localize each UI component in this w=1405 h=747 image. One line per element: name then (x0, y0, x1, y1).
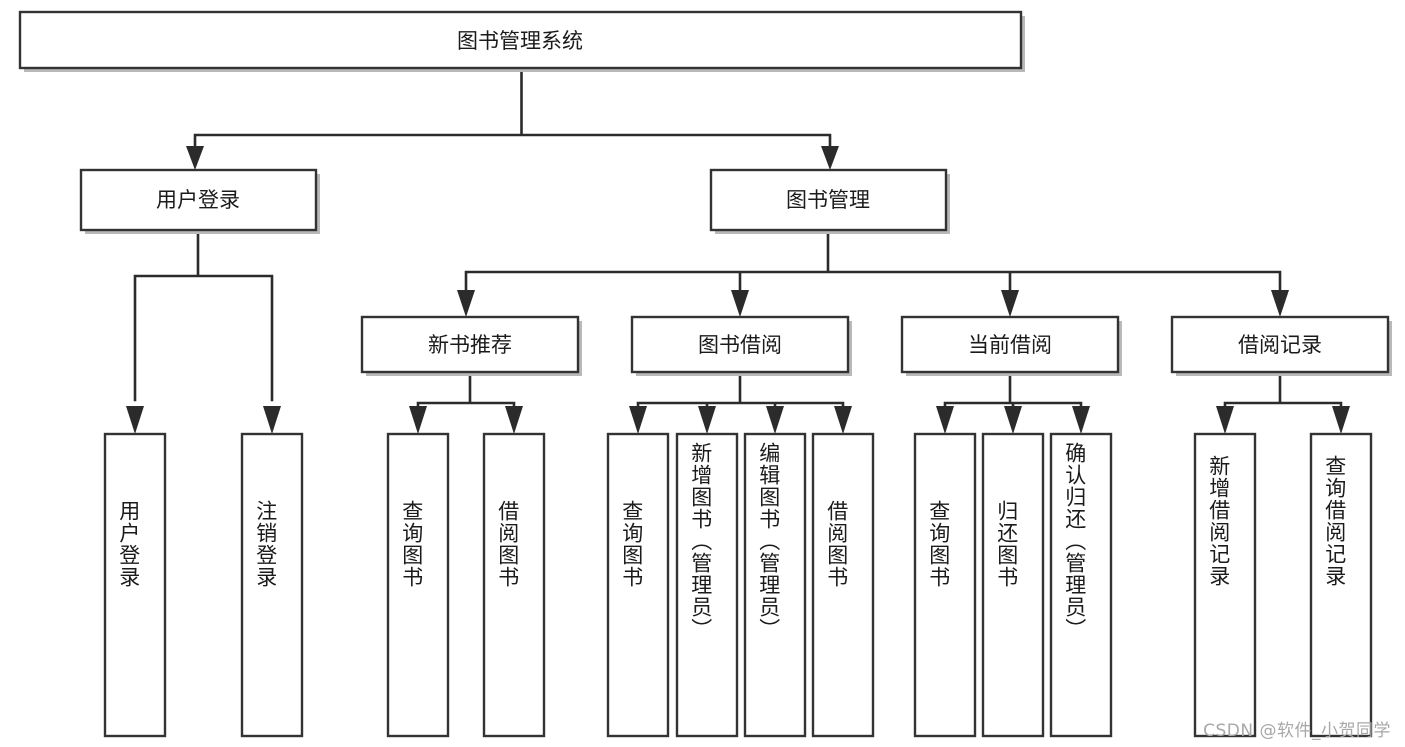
book-borrow-box[interactable] (630, 315, 850, 374)
arrow-to-leaf-add-book (698, 406, 716, 434)
arrow-to-book-borrow (731, 290, 749, 317)
root-box[interactable] (18, 10, 1023, 70)
connector-group-currentborrow-to-leaves (936, 373, 1090, 434)
leaf-box-return-book[interactable] (981, 432, 1045, 738)
node-user-login[interactable]: 用户登录 (79, 168, 320, 234)
arrow-to-current-borrow (1001, 290, 1019, 317)
arrow-to-user-login (186, 146, 204, 170)
leaf-box-add-book[interactable] (675, 432, 739, 738)
node-book-borrow[interactable]: 图书借阅 (630, 315, 852, 376)
arrow-to-leaf-borrow-book-1 (505, 406, 523, 434)
leaf-box-query-book-1[interactable] (386, 432, 450, 738)
new-book-recommend-label: 新书推荐 (428, 333, 512, 357)
arrow-to-leaf-query-book-2 (629, 406, 647, 434)
connector-root-bus (193, 66, 832, 158)
node-root[interactable]: 图书管理系统 (18, 10, 1025, 72)
user-login-label: 用户登录 (156, 188, 240, 212)
connector-group-userlogin-to-leaves (126, 231, 281, 434)
connector-group-bookmanage-to-level3 (457, 231, 1289, 317)
arrow-to-leaf-query-record (1332, 406, 1350, 434)
node-book-manage[interactable]: 图书管理 (709, 168, 950, 234)
connector-newbook-bus (416, 373, 516, 414)
connector-group-newbook-to-leaves (409, 373, 523, 434)
book-borrow-label: 图书借阅 (698, 333, 782, 357)
leaf-box-borrow-book-1[interactable] (482, 432, 546, 738)
node-new-book-recommend[interactable]: 新书推荐 (360, 315, 582, 376)
leaf-box-user-logout[interactable] (240, 432, 304, 738)
new-book-recommend-box[interactable] (360, 315, 580, 374)
leaf-box-query-record[interactable] (1309, 432, 1373, 738)
book-manage-label: 图书管理 (786, 188, 870, 212)
current-borrow-box[interactable] (900, 315, 1120, 374)
leaf-box-confirm-return[interactable] (1049, 432, 1113, 738)
leaf-box-query-book-2[interactable] (606, 432, 670, 738)
arrow-to-leaf-return-book (1004, 406, 1022, 434)
arrow-to-leaf-borrow-book-2 (834, 406, 852, 434)
borrow-record-box[interactable] (1170, 315, 1390, 374)
node-current-borrow[interactable]: 当前借阅 (900, 315, 1122, 376)
arrow-to-leaf-user-login (126, 406, 144, 434)
connector-userlogin-bus (133, 231, 274, 402)
node-borrow-record[interactable]: 借阅记录 (1170, 315, 1392, 376)
user-login-box[interactable] (79, 168, 318, 232)
arrow-to-leaf-query-book-1 (409, 406, 427, 434)
borrow-record-label: 借阅记录 (1238, 333, 1322, 357)
current-borrow-label: 当前借阅 (968, 333, 1052, 357)
leaf-box-query-book-3[interactable] (913, 432, 977, 738)
leaf-box-user-login[interactable] (103, 432, 167, 738)
arrow-to-leaf-user-logout (263, 406, 281, 434)
arrow-to-leaf-query-book-3 (936, 406, 954, 434)
arrow-to-new-book-recommend (457, 290, 475, 317)
leaf-boxes (103, 432, 1373, 738)
connector-group-root-to-level2 (186, 66, 839, 170)
arrow-to-leaf-add-record (1216, 406, 1234, 434)
arrow-to-leaf-confirm-return (1072, 406, 1090, 434)
leaf-box-borrow-book-2[interactable] (811, 432, 875, 738)
leaf-box-edit-book[interactable] (743, 432, 807, 738)
arrow-to-leaf-edit-book (766, 406, 784, 434)
root-label: 图书管理系统 (457, 29, 583, 53)
connector-group-bookborrow-to-leaves (629, 373, 852, 434)
arrow-to-borrow-record (1271, 290, 1289, 317)
connector-bookborrow-bus (636, 373, 845, 414)
connector-bookmanage-bus (464, 231, 1282, 298)
arrow-to-book-manage (821, 146, 839, 170)
csdn-watermark: CSDN @软件_小贺同学 (1203, 721, 1391, 741)
connector-group-borrowrecord-to-leaves (1216, 373, 1350, 434)
leaf-box-add-record[interactable] (1193, 432, 1257, 738)
connector-borrowrecord-bus (1223, 373, 1343, 414)
book-manage-box[interactable] (709, 168, 948, 232)
